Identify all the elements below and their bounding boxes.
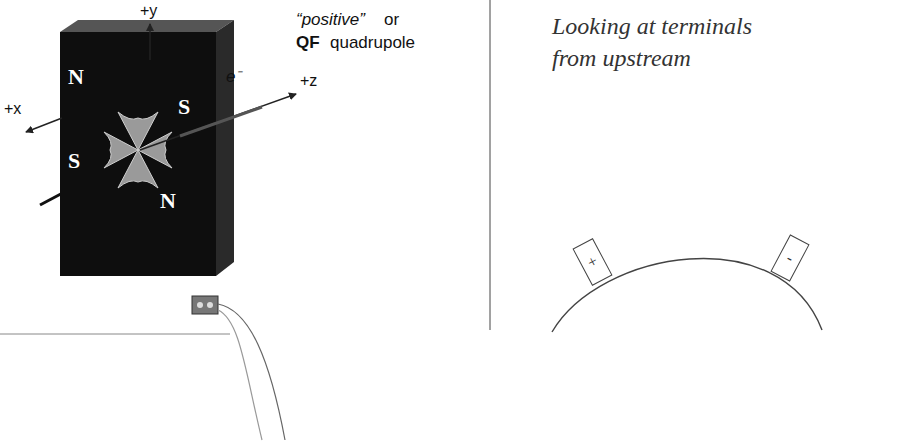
pole-pieces	[104, 112, 172, 188]
block-side	[216, 20, 234, 276]
wire	[218, 304, 285, 440]
quad-type: or	[384, 10, 399, 30]
pole-label: S	[178, 94, 190, 120]
pole-label: S	[68, 148, 80, 174]
terminal-sign: -	[783, 249, 796, 267]
handwritten-note: Looking at terminals from upstream	[552, 10, 802, 75]
quad-type: “positive”	[296, 10, 365, 30]
rule	[0, 334, 230, 335]
pole-label: N	[160, 188, 176, 214]
block-top	[60, 20, 234, 32]
quad-type: QF	[296, 33, 320, 53]
z-axis	[140, 94, 296, 150]
terminal-sign: +	[583, 252, 601, 273]
terminal-sketch: +	[572, 238, 612, 286]
divider	[490, 0, 491, 330]
quad-type: quadrupole	[330, 33, 415, 53]
terminal-box	[192, 296, 218, 314]
beam-line	[180, 107, 262, 136]
particle-label: e⁻	[226, 64, 241, 87]
wire	[218, 310, 262, 440]
pole-label: N	[68, 64, 84, 90]
axis-label: +x	[4, 100, 21, 118]
axis-label: +z	[300, 72, 317, 90]
y-axis	[149, 24, 151, 60]
terminal-sketch: -	[770, 234, 809, 281]
block-front	[60, 32, 216, 276]
axis-label: +y	[140, 2, 157, 20]
terminal	[197, 302, 203, 308]
x-axis	[26, 118, 62, 132]
terminal	[207, 302, 213, 308]
